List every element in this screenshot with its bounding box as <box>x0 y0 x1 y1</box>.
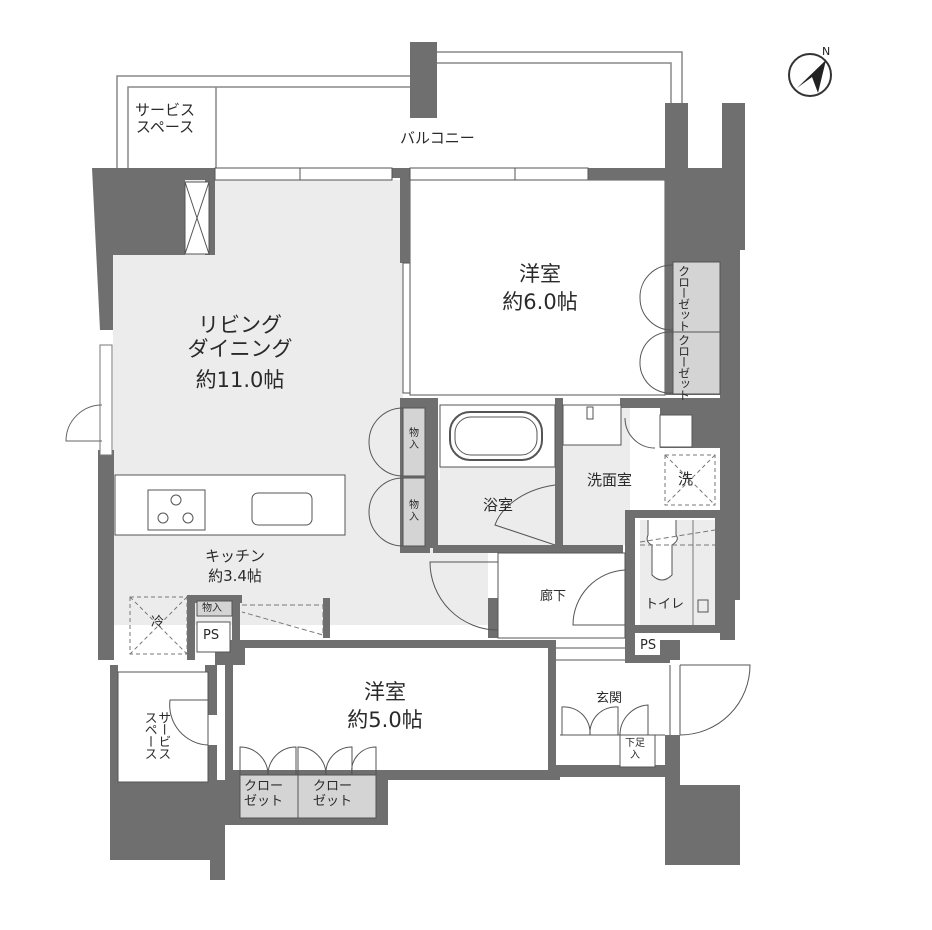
closet-2a-label: クロー ゼット <box>244 779 284 809</box>
bath-door[interactable] <box>494 484 556 546</box>
bathtub <box>439 404 556 468</box>
washroom-label: 洗面室 <box>587 471 633 489</box>
closet-1b-box <box>672 331 721 395</box>
storage-1-box <box>402 407 426 477</box>
closet-2a-box <box>239 774 299 819</box>
storage-2-box <box>402 477 426 547</box>
shoe-closet <box>560 704 665 768</box>
balcony-outline <box>116 51 683 172</box>
closet-2b-label: クロー ゼット <box>313 779 353 809</box>
washer-label: 洗 <box>678 470 694 488</box>
bath-floor <box>440 465 558 547</box>
toilet-label: トイレ <box>645 597 685 612</box>
closet-1-door-swings[interactable] <box>639 264 674 394</box>
entrance-door[interactable] <box>669 664 751 736</box>
closet-2b-box <box>297 774 377 819</box>
hallway-door[interactable] <box>429 561 499 631</box>
kitchen-storage-label: 物入 <box>202 603 222 614</box>
kitchen-storage-box <box>196 600 233 617</box>
living-side-window <box>99 344 113 456</box>
living-dining-size: 約11.0帖 <box>195 368 285 392</box>
north-arrow-icon: N <box>788 45 832 97</box>
windows <box>214 167 589 394</box>
wash-basin <box>562 404 693 449</box>
kitchen-counter <box>114 474 346 536</box>
toilet-fixture <box>639 520 716 625</box>
toilet-door[interactable] <box>572 569 626 626</box>
storage-1-label: 物入 <box>409 428 419 451</box>
storage-2-label: 物入 <box>409 500 419 523</box>
service-space-bottom-label: サービス スペース <box>141 711 171 759</box>
washer-space <box>664 454 716 506</box>
kitchen-name: キッチン <box>204 547 265 565</box>
living-side-door-swing[interactable] <box>65 404 103 442</box>
service-space-top-label: サービス スペース <box>135 101 196 137</box>
western-room-2-name: 洋室 <box>364 680 406 704</box>
bathroom-label: 浴室 <box>483 496 514 514</box>
closet-1b-label: クローゼット <box>676 334 691 400</box>
shoe-storage-label: 下足 入 <box>625 738 645 761</box>
closet-2-door-swings[interactable] <box>239 746 377 776</box>
western-room-2-size: 約5.0帖 <box>347 708 423 732</box>
hallway-label: 廊下 <box>540 589 567 604</box>
western-room-1-name: 洋室 <box>519 262 561 286</box>
storage-door-swings[interactable] <box>368 407 404 547</box>
ps-entry-label: PS <box>640 638 657 653</box>
kitchen-dashed-area <box>241 604 324 636</box>
western-room-1-floor <box>409 179 666 396</box>
ps-kitchen-box <box>196 621 231 653</box>
closet-1a-label: クローゼット <box>676 265 691 331</box>
fridge-space <box>129 596 188 655</box>
service-space-bottom-box <box>117 671 209 783</box>
ps-kitchen-label: PS <box>203 628 220 643</box>
living-dining-name: リビング ダイニング <box>187 313 293 362</box>
kitchen-size: 約3.4帖 <box>208 567 262 585</box>
svg-text:N: N <box>822 45 830 58</box>
western-room-1-size: 約6.0帖 <box>502 290 578 314</box>
shaft-box <box>184 181 210 255</box>
fridge-label: 冷 <box>151 615 165 630</box>
entrance-label: 玄関 <box>596 691 623 706</box>
hallway-outline <box>497 552 626 639</box>
balcony-pillar <box>410 42 437 118</box>
balcony-label: バルコニー <box>400 129 475 147</box>
service-space-door[interactable] <box>169 699 209 746</box>
